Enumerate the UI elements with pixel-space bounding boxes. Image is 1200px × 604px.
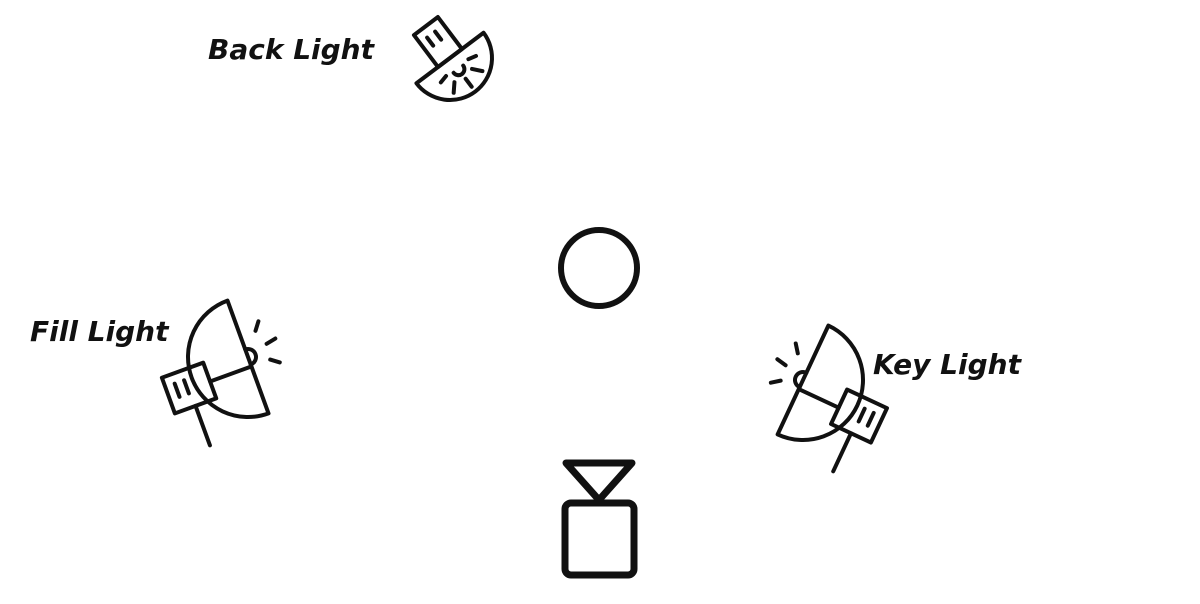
back-light-label: Back Light xyxy=(208,33,375,66)
camera-icon xyxy=(561,459,638,579)
subject-circle-icon xyxy=(558,227,640,309)
fill-light-label: Fill Light xyxy=(30,315,169,348)
key-light-label: Key Light xyxy=(873,348,1021,381)
key-light-icon xyxy=(768,323,889,474)
fill-light-icon xyxy=(159,298,282,448)
back-light-icon xyxy=(411,15,494,102)
